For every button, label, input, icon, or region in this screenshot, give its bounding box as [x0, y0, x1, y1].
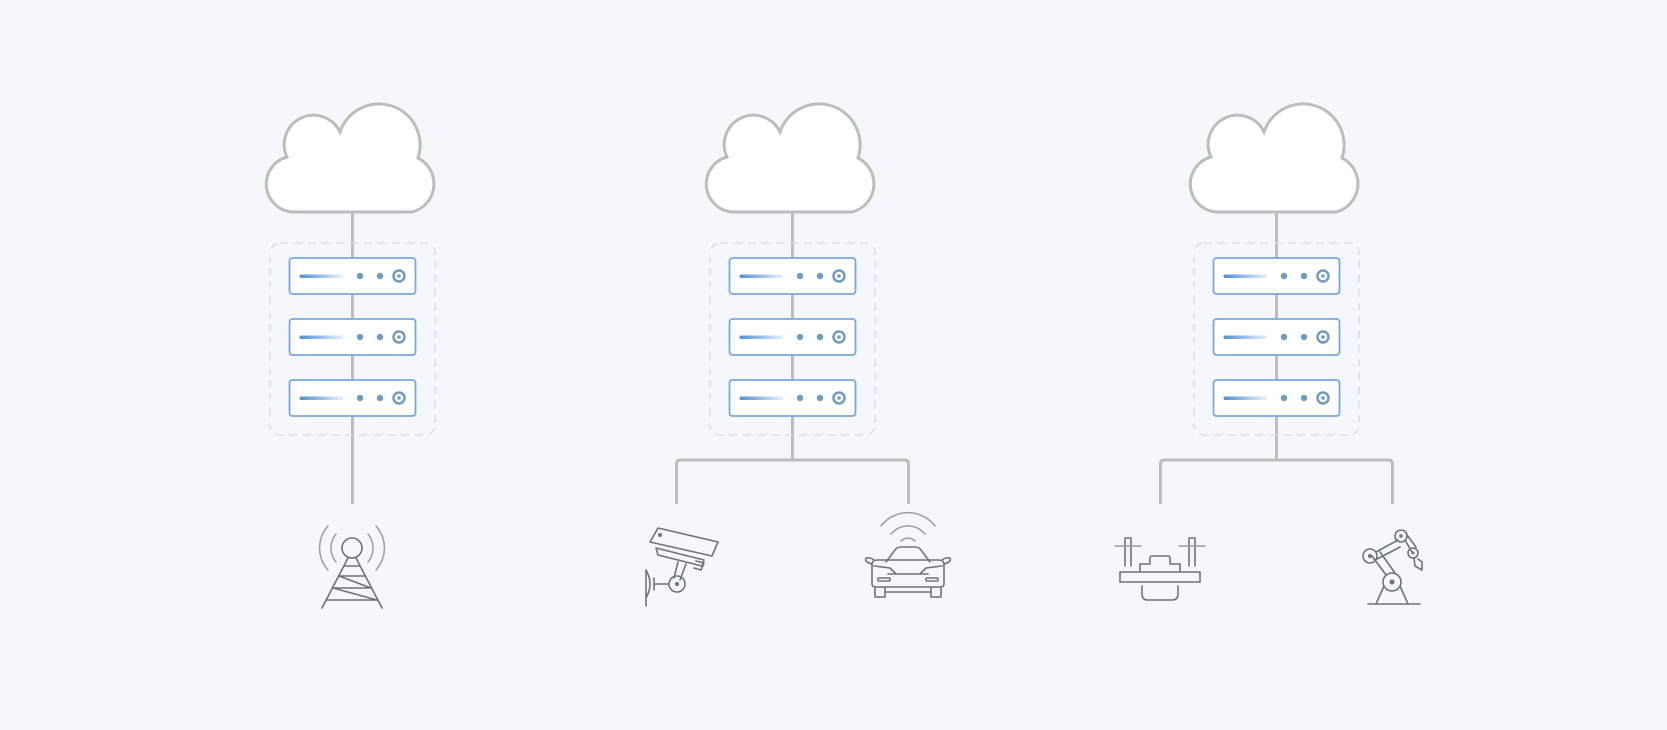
- cloud-icon: [264, 102, 436, 214]
- robot-arm-icon: [1362, 529, 1423, 605]
- server-unit: [288, 317, 417, 357]
- stack-2: [645, 102, 952, 607]
- cloud-icon: [704, 102, 876, 214]
- server-unit: [728, 378, 857, 418]
- server-cluster: [1193, 242, 1360, 436]
- server-unit: [288, 256, 417, 296]
- server-unit: [728, 317, 857, 357]
- server-unit: [1212, 317, 1341, 357]
- branch-wire: [1159, 458, 1394, 504]
- cloud-icon: [1188, 102, 1360, 214]
- server-cluster: [709, 242, 876, 436]
- server-unit: [1212, 256, 1341, 296]
- server-unit: [288, 378, 417, 418]
- stack-3: [1114, 102, 1423, 605]
- stack-1: [264, 102, 436, 609]
- branch-wire: [675, 458, 910, 504]
- server-cluster: [269, 242, 436, 436]
- server-unit: [728, 256, 857, 296]
- conveyor-machine-icon: [1114, 537, 1206, 601]
- server-unit: [1212, 378, 1341, 418]
- connected-car-icon: [864, 511, 952, 598]
- antenna-tower-icon: [318, 525, 386, 609]
- security-camera-icon: [645, 527, 719, 607]
